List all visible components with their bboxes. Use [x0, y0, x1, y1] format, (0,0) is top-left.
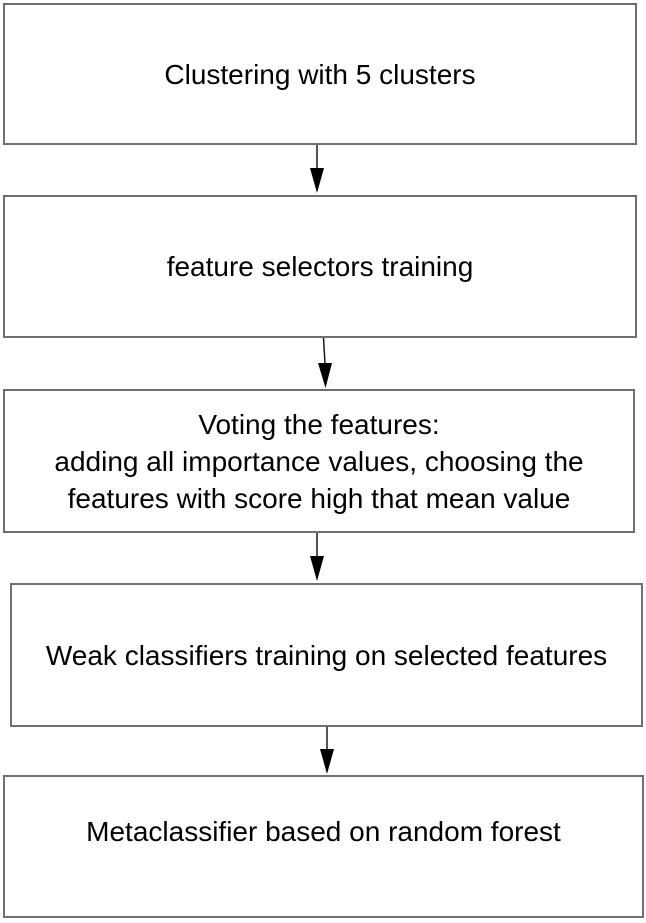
flow-node-voting-the-features: Voting the features: adding all importan…	[3, 389, 635, 533]
flow-node-feature-selectors-training: feature selectors training	[3, 195, 637, 338]
flow-node-metaclassifier: Metaclassifier based on random forest	[3, 775, 644, 918]
flow-node-clustering: Clustering with 5 clusters	[3, 3, 637, 145]
flow-node-label: Voting the features: adding all importan…	[54, 408, 584, 514]
flow-node-weak-classifiers-training: Weak classifiers training on selected fe…	[10, 583, 643, 727]
flow-node-label: feature selectors training	[166, 251, 474, 282]
flow-arrow-down-1	[310, 145, 324, 193]
flow-arrow-down-4	[320, 727, 334, 774]
flow-arrow-down-2	[318, 338, 332, 388]
flow-node-label: Metaclassifier based on random forest	[86, 816, 561, 847]
flow-node-label: Weak classifiers training on selected fe…	[45, 639, 608, 671]
flow-node-label: Clustering with 5 clusters	[164, 58, 476, 90]
flow-arrow-down-3	[310, 533, 324, 581]
